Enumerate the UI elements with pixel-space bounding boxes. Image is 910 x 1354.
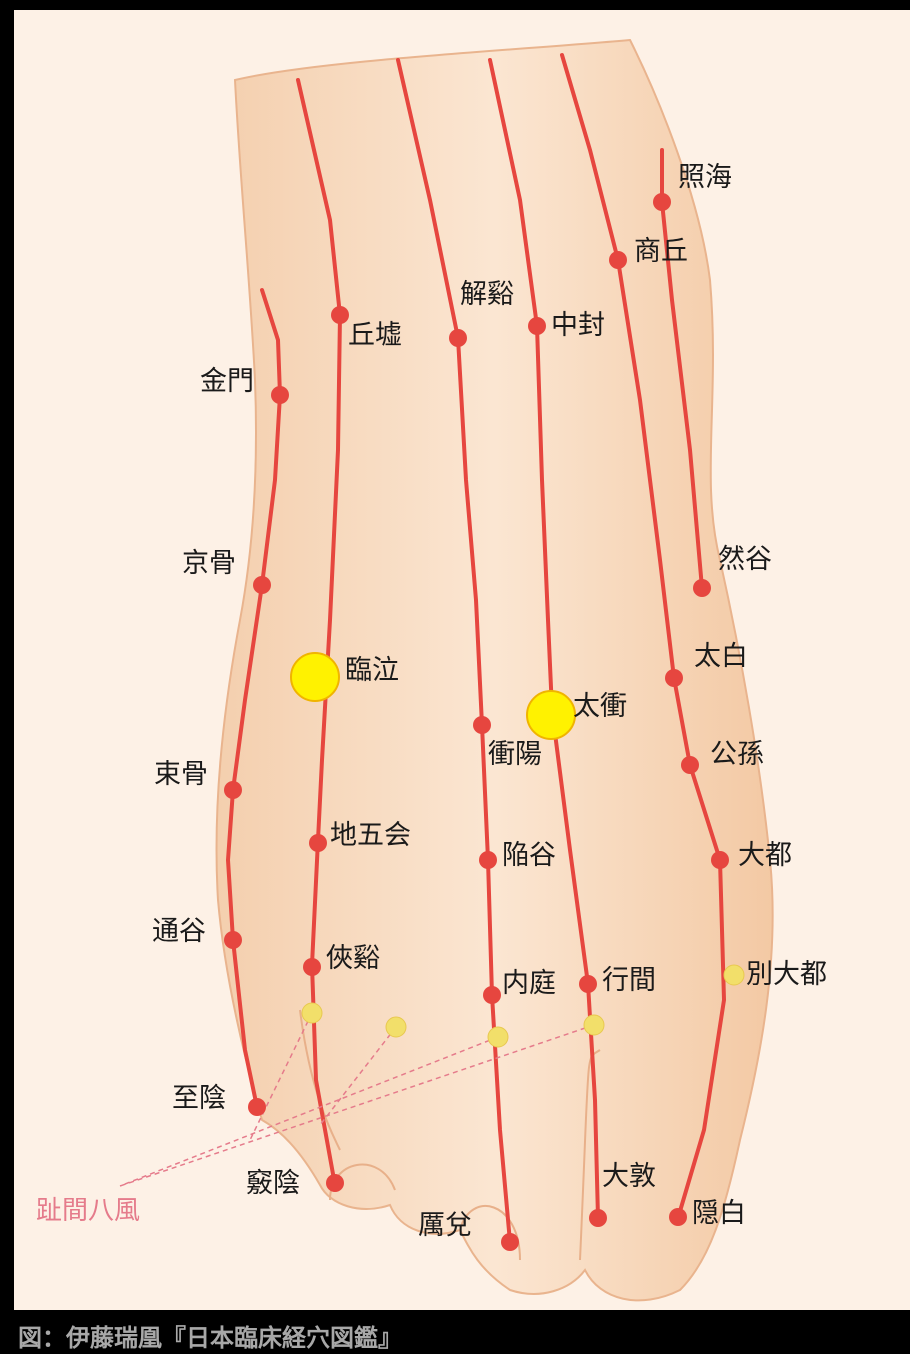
acupoint-label-shiin: 至陰 [172, 1085, 226, 1112]
acupoint-label-koson: 公孫 [710, 741, 764, 768]
acupoint-label-tsukoku: 通谷 [152, 918, 206, 945]
acupoint-label-kinmon: 金門 [200, 368, 254, 395]
acupoint-dot-kankoku [479, 851, 497, 869]
acupoint-dot-tsukoku [224, 931, 242, 949]
acupoint-label-reida: 厲兌 [418, 1212, 472, 1239]
acupoint-label-nenkoku: 然谷 [718, 546, 772, 573]
acupoint-label-rinkyu: 臨泣 [345, 657, 399, 684]
acupoint-label-naitei: 内庭 [502, 970, 556, 997]
acupoint-dot-chuho [528, 317, 546, 335]
acupoint-label-inpaku: 隠白 [692, 1200, 746, 1227]
acupoint-label-kyukyo: 丘墟 [348, 322, 402, 349]
acupoint-dot-sokkotsu [224, 781, 242, 799]
acupoint-dot-kyokotsu [253, 576, 271, 594]
acupoint-dot-kyukyo [331, 306, 349, 324]
bafeng-extra-point [386, 1017, 406, 1037]
acupoint-dot-shoyo [473, 716, 491, 734]
acupoint-dot-shiin [248, 1098, 266, 1116]
acupoint-dot-kyoin [326, 1174, 344, 1192]
acupoint-label-daito: 大都 [738, 842, 792, 869]
bafeng-extra-point [302, 1003, 322, 1023]
figure-caption: 図：伊藤瑞凰『日本臨床経穴図鑑』 [18, 1318, 402, 1353]
acupoint-dot-reida [501, 1233, 519, 1251]
acupoint-dot-kinmon [271, 386, 289, 404]
acupoint-dot-chigoe [309, 834, 327, 852]
acupoint-label-koukan: 行間 [602, 967, 656, 994]
acupoint-label-kyokei: 俠谿 [326, 945, 380, 972]
acupoint-dot-kyokei [303, 958, 321, 976]
bafeng-group-label: 趾間八風 [36, 1198, 140, 1224]
acupoint-label-kyoin: 竅陰 [246, 1170, 300, 1197]
acupoint-label-kaikei: 解谿 [460, 281, 514, 308]
acupoint-label-shoyo: 衝陽 [488, 741, 542, 768]
acupoint-dot-koson [681, 756, 699, 774]
acupoint-highlight-rinkyu [291, 653, 339, 701]
acupoint-dot-naitei [483, 986, 501, 1004]
acupoint-label-shokai: 照海 [678, 164, 732, 191]
acupoint-dot-betsudaito [724, 965, 744, 985]
acupoint-dot-daito [711, 851, 729, 869]
acupoint-highlight-taisho [527, 691, 575, 739]
acupoint-label-taisho: 太衝 [573, 693, 627, 720]
acupoint-dot-taiton [589, 1209, 607, 1227]
acupoint-label-kankoku: 陥谷 [502, 842, 556, 869]
acupoint-dot-nenkoku [693, 579, 711, 597]
acupoint-label-taihaku: 太白 [694, 643, 748, 670]
acupoint-dot-shokai [653, 193, 671, 211]
acupoint-label-chuho: 中封 [551, 312, 605, 339]
acupoint-label-taiton: 大敦 [602, 1163, 656, 1190]
bafeng-extra-point [488, 1027, 508, 1047]
acupoint-dot-kaikei [449, 329, 467, 347]
acupoint-label-kyokotsu: 京骨 [182, 550, 236, 577]
acupoint-dot-taihaku [665, 669, 683, 687]
acupoint-label-sokkotsu: 束骨 [154, 761, 208, 788]
acupoint-label-chigoe: 地五会 [330, 822, 411, 849]
acupoint-dot-koukan [579, 975, 597, 993]
acupoint-label-betsudaito: 別大都 [746, 961, 827, 988]
acupoint-dot-shokyu [609, 251, 627, 269]
acupoint-dot-inpaku [669, 1208, 687, 1226]
bafeng-extra-point [584, 1015, 604, 1035]
acupoint-label-shokyu: 商丘 [634, 238, 688, 265]
